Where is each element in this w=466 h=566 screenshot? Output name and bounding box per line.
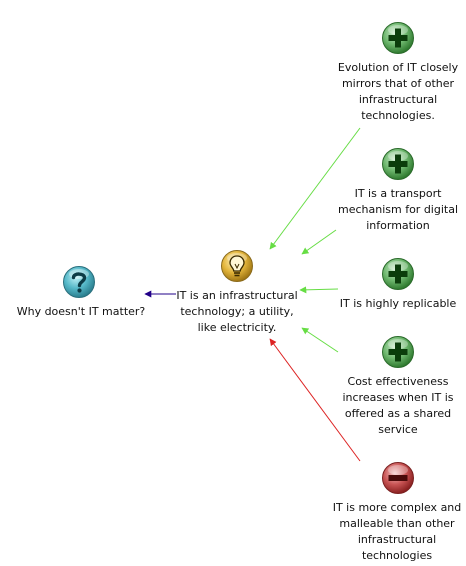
- link-argument-4-to-idea: [301, 327, 339, 353]
- argument-4-label[interactable]: Cost effectiveness increases when IT is …: [342, 375, 454, 436]
- link-argument-1-to-idea: [269, 127, 361, 250]
- plus-icon: [382, 22, 414, 54]
- link-argument-3-to-idea: [299, 286, 339, 294]
- question-node-label[interactable]: Why doesn't IT matter?: [16, 305, 146, 318]
- link-argument-5-to-idea: [269, 338, 361, 462]
- plus-icon: [382, 258, 414, 290]
- argument-1-label[interactable]: Evolution of IT closely mirrors that of …: [337, 61, 459, 122]
- minus-icon: [382, 462, 414, 494]
- idea-node-label[interactable]: IT is an infrastructural technology; a u…: [176, 289, 298, 334]
- argument-3-icon[interactable]: [381, 257, 415, 291]
- question-node-icon[interactable]: [62, 265, 96, 299]
- argument-3-label[interactable]: IT is highly replicable: [339, 297, 457, 310]
- argument-4-icon[interactable]: [381, 335, 415, 369]
- link-argument-2-to-idea: [301, 229, 337, 255]
- argument-5-icon[interactable]: [381, 461, 415, 495]
- plus-icon: [382, 336, 414, 368]
- argument-2-icon[interactable]: [381, 147, 415, 181]
- lightbulb-icon: [221, 250, 253, 282]
- argument-5-label[interactable]: IT is more complex and malleable than ot…: [332, 501, 462, 562]
- idea-node-icon[interactable]: [220, 249, 254, 283]
- plus-icon: [382, 148, 414, 180]
- question-icon: [63, 266, 95, 298]
- argument-1-icon[interactable]: [381, 21, 415, 55]
- argument-2-label[interactable]: IT is a transport mechanism for digital …: [337, 187, 459, 232]
